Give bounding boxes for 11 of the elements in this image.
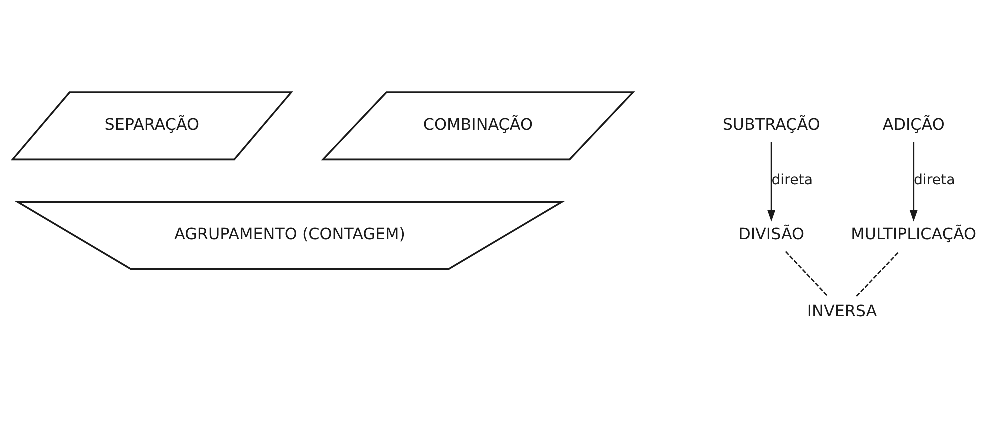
connector [785, 251, 828, 297]
node-text: INVERSA [807, 301, 878, 320]
edge-label: direta [772, 172, 813, 188]
arrow [910, 142, 918, 222]
connector [856, 251, 900, 297]
node-text: DIVISÃO [738, 224, 805, 244]
node-text: SUBTRAÇÃO [722, 115, 820, 134]
arrow [768, 142, 776, 222]
node-text: ADIÇÃO [882, 115, 945, 134]
node-text: MULTIPLICAÇÃO [851, 224, 977, 244]
edge-label: direta [914, 172, 956, 188]
